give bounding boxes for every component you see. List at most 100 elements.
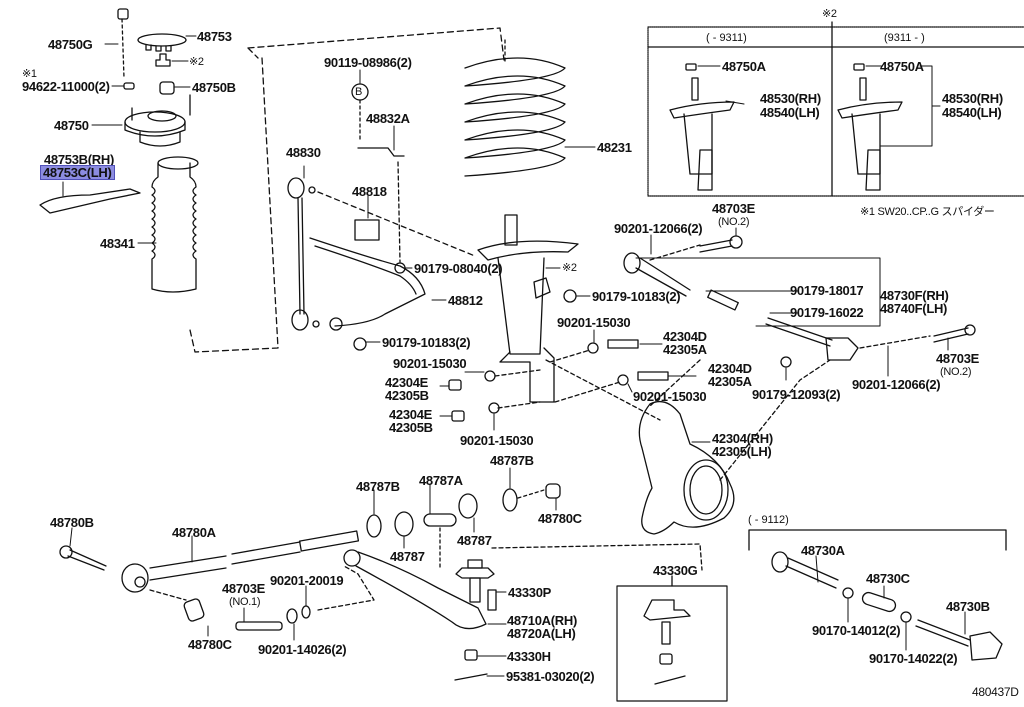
label-48780B[interactable]: 48780B	[50, 515, 94, 530]
label-90201-15030-b[interactable]: 90201-15030	[633, 389, 707, 404]
label-42304E-b[interactable]: 42304E	[389, 407, 433, 422]
label-90119-08986[interactable]: 90119-08986(2)	[324, 55, 412, 70]
part-48750G-nut	[117, 8, 129, 20]
label-90179-16022[interactable]: 90179-16022	[790, 305, 864, 320]
label-48750G[interactable]: 48750G	[48, 37, 93, 52]
label-48830[interactable]: 48830	[286, 145, 321, 160]
label-94622-11000[interactable]: 94622-11000(2)	[22, 79, 110, 94]
part-48730C-sleeve	[861, 591, 897, 613]
label-95381-03020[interactable]: 95381-03020(2)	[506, 669, 595, 684]
label-48750A-right[interactable]: 48750A	[880, 59, 924, 74]
label-90201-15030-d[interactable]: 90201-15030	[460, 433, 534, 448]
label-90201-12066-b[interactable]: 90201-12066(2)	[852, 377, 941, 392]
label-90201-15030-a[interactable]: 90201-15030	[557, 315, 631, 330]
label-42305A-a[interactable]: 42305A	[663, 342, 707, 357]
footnote-1: ※1 SW20..CP..G スパイダー	[860, 206, 995, 218]
part-48812-stabilizer-bar	[309, 237, 426, 331]
nut-42304E-a	[448, 379, 462, 391]
label-no1: (NO.1)	[229, 596, 261, 608]
part-48753-cap	[137, 33, 187, 52]
box-marker-note2: ※2	[822, 8, 837, 20]
label-note1: ※1	[22, 68, 37, 80]
label-90179-12093[interactable]: 90179-12093(2)	[752, 387, 841, 402]
label-48341[interactable]: 48341	[100, 236, 135, 251]
label-90170-14012[interactable]: 90170-14012(2)	[812, 623, 901, 638]
label-48750A-left[interactable]: 48750A	[722, 59, 766, 74]
label-48832A[interactable]: 48832A	[366, 111, 410, 126]
label-48540-right[interactable]: 48540(LH)	[942, 105, 1002, 120]
label-42304D-b[interactable]: 42304D	[708, 361, 752, 376]
part-48787B-washer-left	[366, 514, 382, 538]
label-48740F[interactable]: 48740F(LH)	[880, 301, 948, 316]
nut-42304E-b	[451, 410, 465, 422]
label-48703E-no2-b[interactable]: 48703E	[936, 351, 980, 366]
bolt-43330P	[487, 589, 497, 611]
label-90170-14022[interactable]: 90170-14022(2)	[869, 651, 958, 666]
label-42305B-a[interactable]: 42305B	[385, 388, 429, 403]
label-90179-10183-a[interactable]: 90179-10183(2)	[592, 289, 681, 304]
label-48753[interactable]: 48753	[197, 29, 232, 44]
label-48787B-b[interactable]: 48787B	[490, 453, 534, 468]
nut-90179-12093	[780, 356, 792, 368]
label-90201-15030-c[interactable]: 90201-15030	[393, 356, 467, 371]
label-48818[interactable]: 48818	[352, 184, 387, 199]
label-90179-18017[interactable]: 90179-18017	[790, 283, 864, 298]
label-48787A[interactable]: 48787A	[419, 473, 463, 488]
label-no2-b: (NO.2)	[940, 366, 972, 378]
part-48341-boot	[151, 156, 199, 293]
label-48750[interactable]: 48750	[54, 118, 89, 133]
nut-90170-14022	[900, 611, 912, 623]
label-48780C-b[interactable]: 48780C	[188, 637, 232, 652]
part-43330G-ball-joint	[643, 599, 691, 685]
label-48540-left[interactable]: 48540(LH)	[760, 105, 820, 120]
label-48730F[interactable]: 48730F(RH)	[880, 288, 949, 303]
label-48780A[interactable]: 48780A	[172, 525, 216, 540]
label-42304[interactable]: 42304(RH)	[712, 431, 773, 446]
leader-lines	[62, 35, 966, 677]
part-48703E-bolt-no2-top	[699, 235, 743, 253]
label-42305B-b[interactable]: 42305B	[389, 420, 433, 435]
part-48730F-arm	[623, 252, 881, 361]
label-48730C[interactable]: 48730C	[866, 571, 910, 586]
label-circle-b: B	[355, 86, 363, 98]
part-48787-bushing-left	[394, 511, 414, 537]
part-94622-washer	[123, 82, 135, 90]
label-48812[interactable]: 48812	[448, 293, 483, 308]
label-42304D-a[interactable]: 42304D	[663, 329, 707, 344]
label-48787-a[interactable]: 48787	[390, 549, 425, 564]
label-48530-left[interactable]: 48530(RH)	[760, 91, 821, 106]
label-48720A[interactable]: 48720A(LH)	[507, 626, 576, 641]
part-48753-lower-plate	[39, 188, 141, 214]
label-90201-20019[interactable]: 90201-20019	[270, 573, 344, 588]
label-48750B[interactable]: 48750B	[192, 80, 236, 95]
label-48730A[interactable]: 48730A	[801, 543, 845, 558]
label-43330G[interactable]: 43330G	[653, 563, 698, 578]
label-48787-b[interactable]: 48787	[457, 533, 492, 548]
label-48753C-selected[interactable]: 48753C(LH)	[40, 165, 115, 180]
label-42304E-a[interactable]: 42304E	[385, 375, 429, 390]
label-90179-10183-b[interactable]: 90179-10183(2)	[382, 335, 471, 350]
part-48832A-bracket	[357, 147, 405, 263]
label-90201-14026[interactable]: 90201-14026(2)	[258, 642, 347, 657]
washer-90201-14026	[286, 608, 298, 624]
label-43330P[interactable]: 43330P	[508, 585, 552, 600]
part-48730B-arm	[915, 619, 1003, 661]
assembly-dashed-outline	[189, 27, 505, 353]
label-48787B-a[interactable]: 48787B	[356, 479, 400, 494]
label-48703E-no1[interactable]: 48703E	[222, 581, 266, 596]
bolt-42304D-a	[607, 339, 639, 349]
label-48780C-a[interactable]: 48780C	[538, 511, 582, 526]
label-48753B[interactable]: 48753B(RH)	[44, 152, 114, 167]
label-43330H[interactable]: 43330H	[507, 649, 551, 664]
label-90179-08040[interactable]: 90179-08040(2)	[414, 261, 503, 276]
nut-43330H	[464, 649, 478, 661]
label-48231[interactable]: 48231	[597, 140, 632, 155]
label-42305[interactable]: 42305(LH)	[712, 444, 772, 459]
label-48710A[interactable]: 48710A(RH)	[507, 613, 577, 628]
label-48703E-no2-a[interactable]: 48703E	[712, 201, 756, 216]
label-note2-strut: ※2	[562, 262, 577, 274]
label-90201-12066-a[interactable]: 90201-12066(2)	[614, 221, 703, 236]
label-48730B[interactable]: 48730B	[946, 599, 990, 614]
label-42305A-b[interactable]: 42305A	[708, 374, 752, 389]
label-48530-right[interactable]: 48530(RH)	[942, 91, 1003, 106]
